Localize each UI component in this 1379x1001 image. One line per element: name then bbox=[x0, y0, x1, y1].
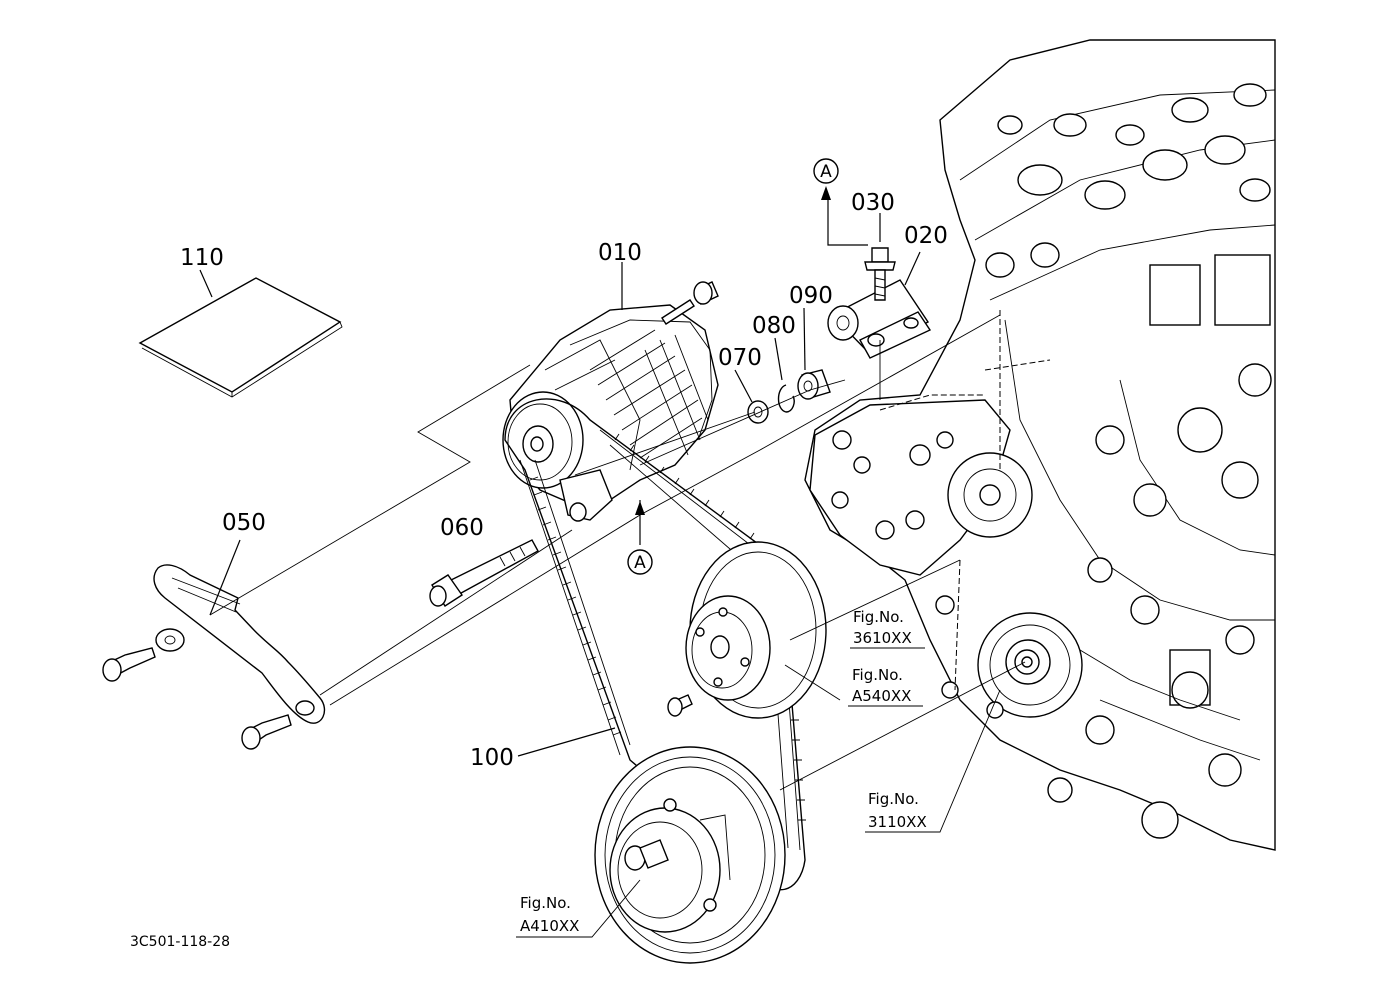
part-label-010: 010 bbox=[598, 240, 642, 266]
ref-a540xx-fig: Fig.No. bbox=[852, 666, 903, 684]
part-label-020: 020 bbox=[904, 223, 948, 249]
ref-3110xx: Fig.No. 3110XX bbox=[865, 689, 1001, 833]
ref-3610xx-num: 3610XX bbox=[853, 629, 912, 647]
part-label-050: 050 bbox=[222, 510, 266, 536]
fan-pulley bbox=[667, 541, 827, 719]
bracket-050 bbox=[102, 539, 326, 750]
alternator-010 bbox=[502, 262, 719, 522]
ref-3110xx-num: 3110XX bbox=[868, 813, 927, 831]
ref-a410xx-fig: Fig.No. bbox=[520, 894, 571, 912]
bolt-060 bbox=[429, 539, 539, 607]
ref-a540xx: Fig.No. A540XX bbox=[848, 666, 923, 707]
part-label-070: 070 bbox=[718, 345, 762, 371]
ref-3610xx: Fig.No. 3610XX bbox=[850, 608, 925, 649]
part-label-110: 110 bbox=[180, 245, 224, 271]
washers-group bbox=[734, 307, 831, 424]
tension-bracket bbox=[827, 213, 932, 400]
view-a-top: A bbox=[813, 158, 839, 200]
drawing-code: 3C501-118-28 bbox=[130, 934, 230, 950]
part-label-080: 080 bbox=[752, 313, 796, 339]
ref-3110xx-fig: Fig.No. bbox=[868, 790, 919, 808]
engine-block bbox=[804, 39, 1276, 851]
ref-a410xx: Fig.No. A410XX bbox=[516, 879, 641, 938]
part-label-100: 100 bbox=[470, 745, 514, 771]
crank-pulley bbox=[594, 746, 786, 964]
part-label-090: 090 bbox=[789, 283, 833, 309]
view-a-bottom-label: A bbox=[634, 553, 646, 573]
ref-a540xx-num: A540XX bbox=[852, 687, 911, 705]
ref-a410xx-num: A410XX bbox=[520, 917, 579, 935]
view-a-bottom: A bbox=[627, 501, 653, 575]
part-label-060: 060 bbox=[440, 515, 484, 541]
part-label-030: 030 bbox=[851, 190, 895, 216]
manual-sheet bbox=[138, 269, 343, 398]
view-a-top-label: A bbox=[820, 162, 832, 182]
ref-3610xx-fig: Fig.No. bbox=[853, 608, 904, 626]
